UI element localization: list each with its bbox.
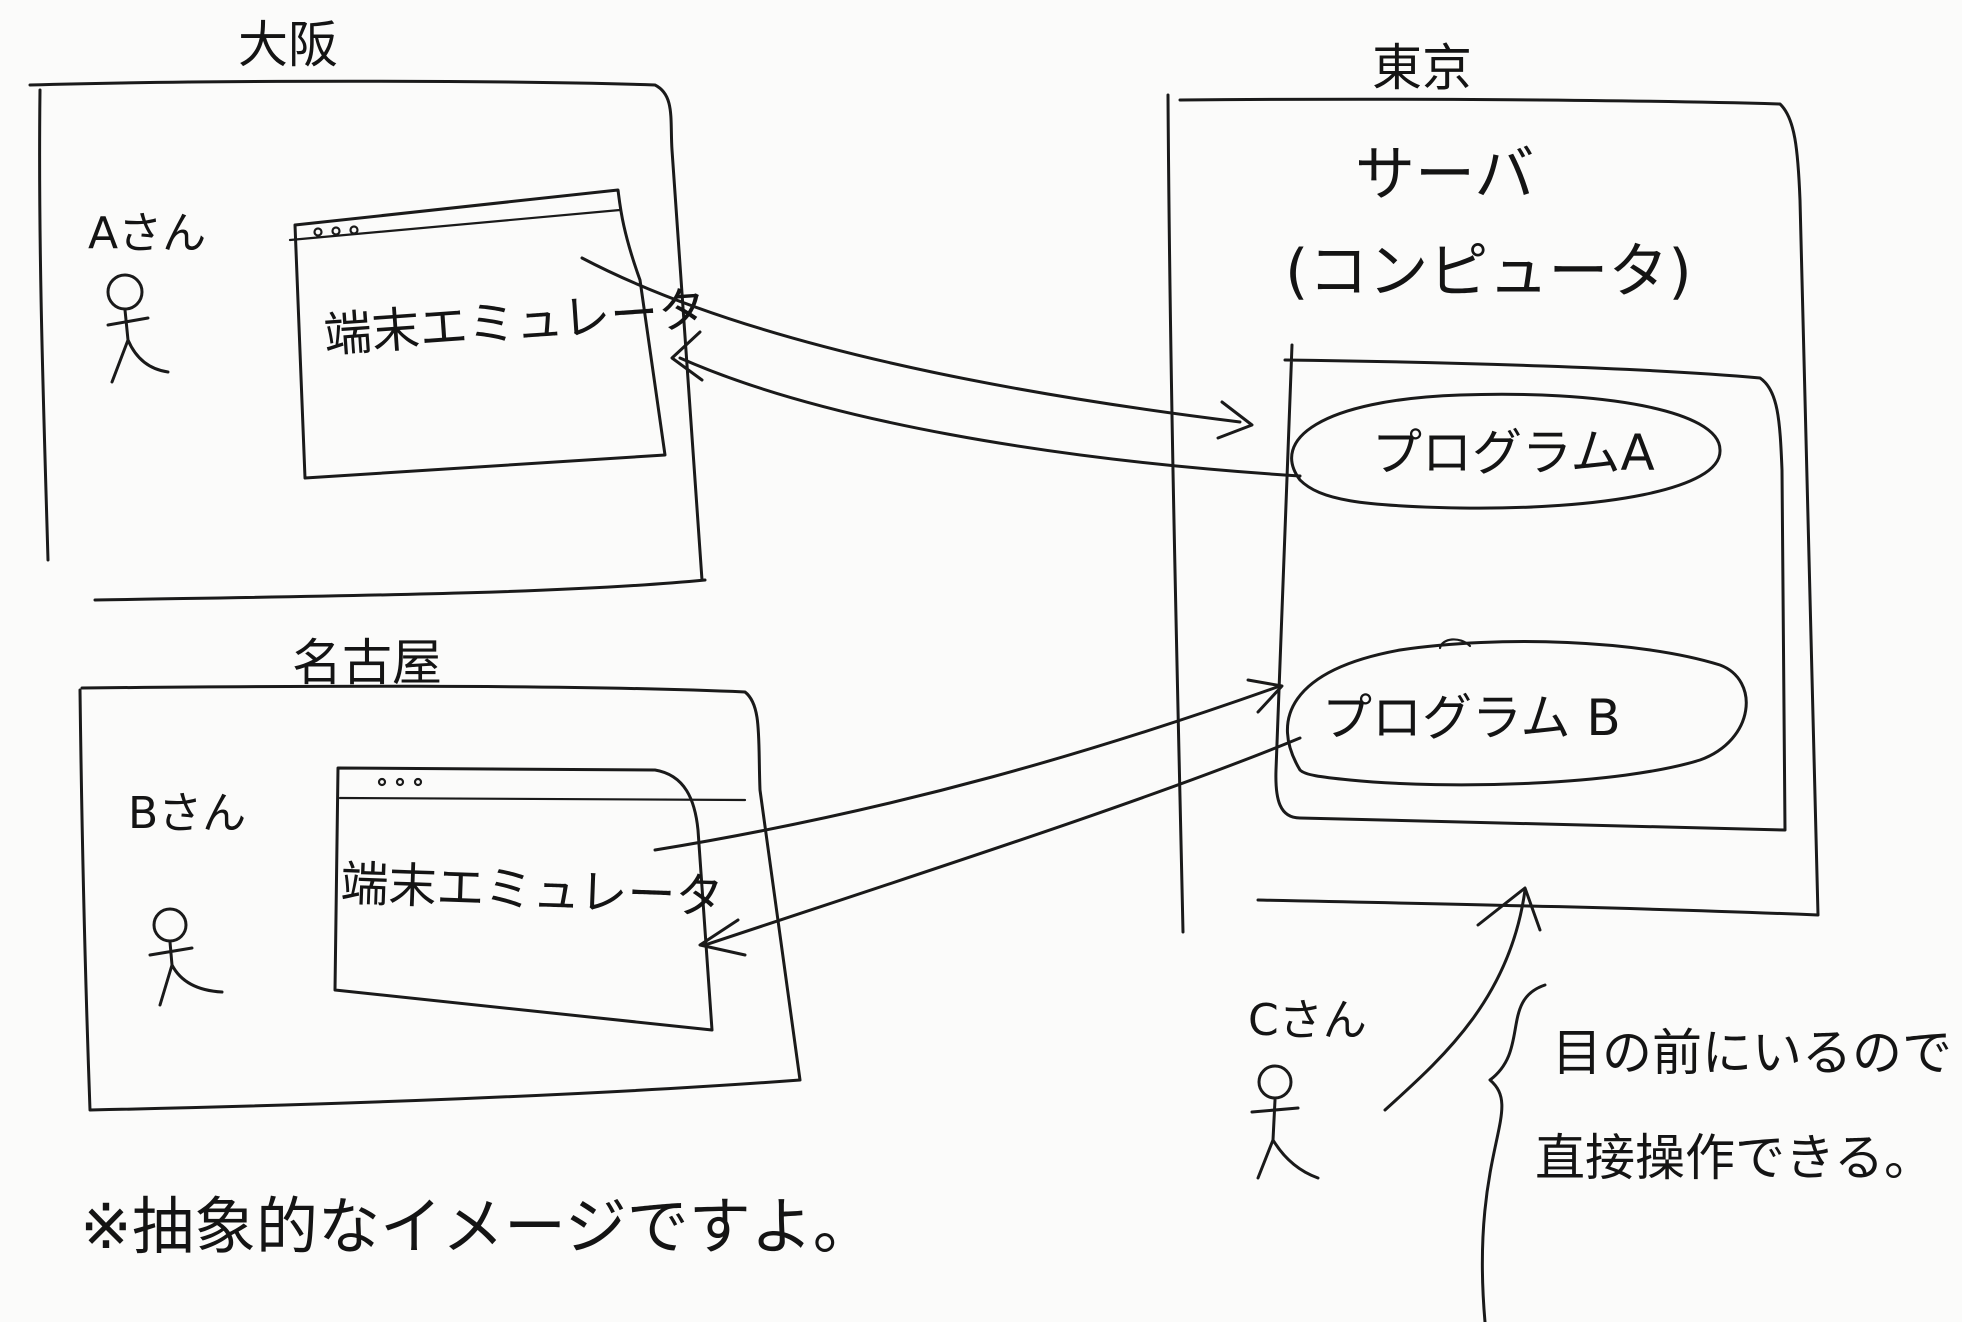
tokyo-label: 東京 <box>1372 39 1472 97</box>
person-a-icon <box>106 273 170 384</box>
person-b-label: Bさん <box>128 788 246 839</box>
note-line-1: 目の前にいるので <box>1552 1024 1952 1082</box>
nagoya-label: 名古屋 <box>292 634 442 692</box>
nagoya-region: 名古屋 Bさん 端末エミュレータ <box>78 634 802 1112</box>
window-dot-icon <box>413 777 423 787</box>
footer-note: ※抽象的なイメージですよ。 <box>80 1190 875 1263</box>
window-dot-icon <box>377 777 387 787</box>
osaka-region: 大阪 Aさん 端末エミュレータ <box>28 16 708 602</box>
osaka-region-frame <box>28 79 707 602</box>
server-computer-label: (コンピュータ) <box>1285 237 1692 307</box>
tokyo-region-frame <box>1166 93 1820 934</box>
nagoya-to-program-b-link <box>653 678 1302 957</box>
person-c-label: Cさん <box>1248 995 1367 1046</box>
request-arrow-osaka <box>580 256 1242 424</box>
osaka-terminal-window: 端末エミュレータ <box>288 188 708 480</box>
server-label: サーバ <box>1355 140 1534 210</box>
note-brace <box>1480 983 1547 1322</box>
window-dot-icon <box>349 225 359 235</box>
response-arrow-nagoya <box>703 736 1302 947</box>
osaka-label: 大阪 <box>238 16 338 74</box>
window-dot-icon <box>395 777 405 787</box>
note-line-2: 直接操作できる。 <box>1535 1129 1934 1187</box>
person-a-label: Aさん <box>88 208 206 259</box>
person-b-icon <box>148 907 224 1007</box>
request-arrow-nagoya <box>653 684 1282 852</box>
program-b: プログラム B <box>1285 638 1748 787</box>
server-process-area <box>1274 343 1787 832</box>
direct-operation-arrow <box>1383 886 1542 1112</box>
response-arrow-osaka <box>678 356 1302 478</box>
osaka-to-program-a-link <box>580 256 1302 478</box>
tokyo-region: 東京 サーバ (コンピュータ) プログラムA プログラム B Cさん <box>1166 39 1952 1322</box>
program-a-label: プログラムA <box>1372 424 1655 482</box>
window-dot-icon <box>331 226 341 236</box>
window-dot-icon <box>313 227 323 237</box>
nagoya-terminal-label: 端末エミュレータ <box>340 856 725 925</box>
nagoya-terminal-window: 端末エミュレータ <box>333 766 747 1032</box>
program-b-label: プログラム B <box>1322 689 1621 747</box>
program-a: プログラムA <box>1290 392 1722 510</box>
person-c-icon <box>1250 1064 1320 1180</box>
nagoya-region-frame <box>78 684 802 1112</box>
